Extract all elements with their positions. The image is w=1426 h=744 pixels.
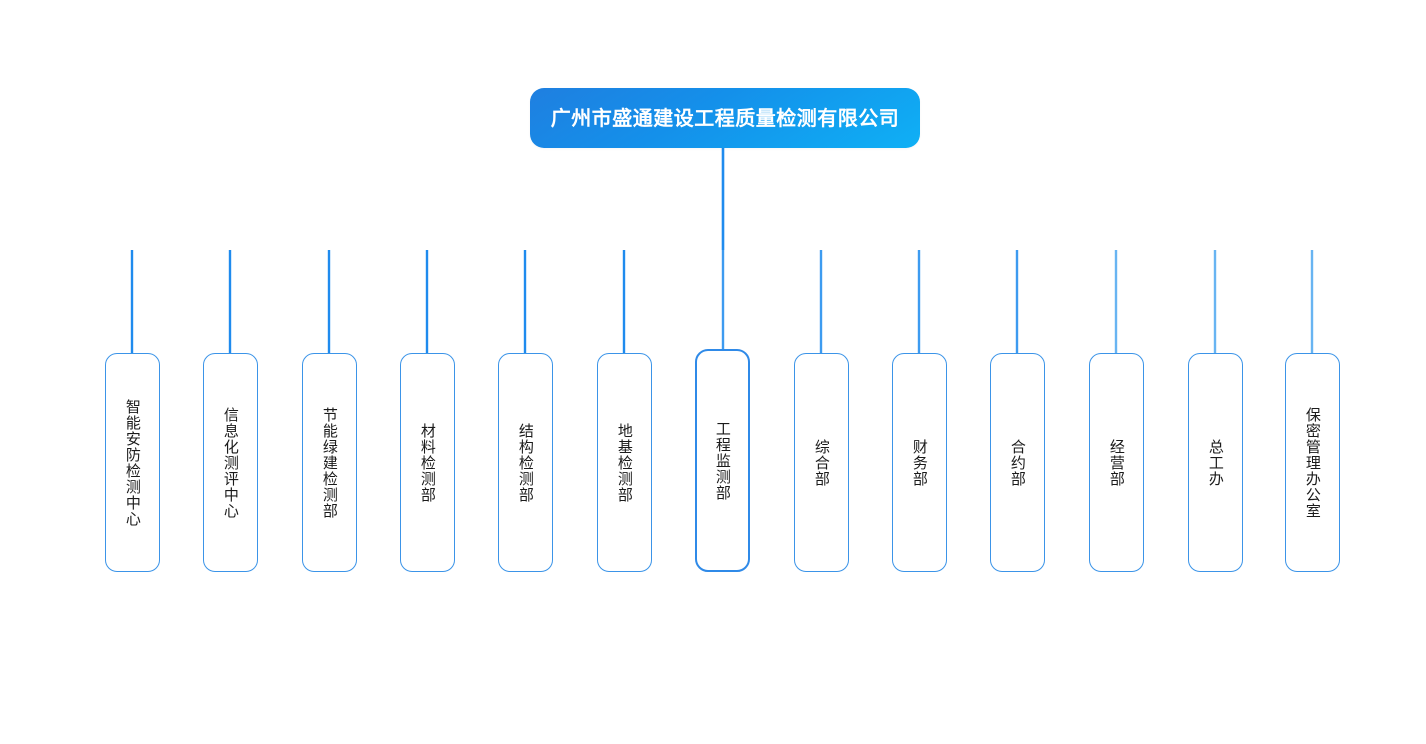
department-node-label: 工程监测部 (713, 420, 732, 501)
department-node-13[interactable]: 保密管理办公室 (1285, 353, 1340, 572)
department-node-label: 合约部 (1008, 438, 1027, 487)
department-node-label: 智能安防检测中心 (123, 398, 142, 527)
department-node-10[interactable]: 合约部 (990, 353, 1045, 572)
department-node-12[interactable]: 总工办 (1188, 353, 1243, 572)
department-node-3[interactable]: 节能绿建检测部 (302, 353, 357, 572)
department-node-label: 保密管理办公室 (1303, 406, 1322, 519)
department-node-1[interactable]: 智能安防检测中心 (105, 353, 160, 572)
root-node-company[interactable]: 广州市盛通建设工程质量检测有限公司 (530, 88, 920, 148)
department-node-label: 地基检测部 (615, 422, 634, 503)
department-node-label: 综合部 (812, 438, 831, 487)
department-node-label: 财务部 (910, 438, 929, 487)
department-node-label: 材料检测部 (418, 422, 437, 503)
department-node-7[interactable]: 工程监测部 (695, 349, 750, 572)
department-node-8[interactable]: 综合部 (794, 353, 849, 572)
root-node-label: 广州市盛通建设工程质量检测有限公司 (550, 106, 900, 130)
department-node-11[interactable]: 经营部 (1089, 353, 1144, 572)
department-node-4[interactable]: 材料检测部 (400, 353, 455, 572)
department-node-label: 经营部 (1107, 438, 1126, 487)
department-node-label: 信息化测评中心 (221, 406, 240, 519)
department-node-5[interactable]: 结构检测部 (498, 353, 553, 572)
department-node-label: 节能绿建检测部 (320, 406, 339, 519)
department-node-6[interactable]: 地基检测部 (597, 353, 652, 572)
department-node-2[interactable]: 信息化测评中心 (203, 353, 258, 572)
department-node-label: 结构检测部 (516, 422, 535, 503)
department-node-9[interactable]: 财务部 (892, 353, 947, 572)
department-node-label: 总工办 (1206, 438, 1225, 487)
